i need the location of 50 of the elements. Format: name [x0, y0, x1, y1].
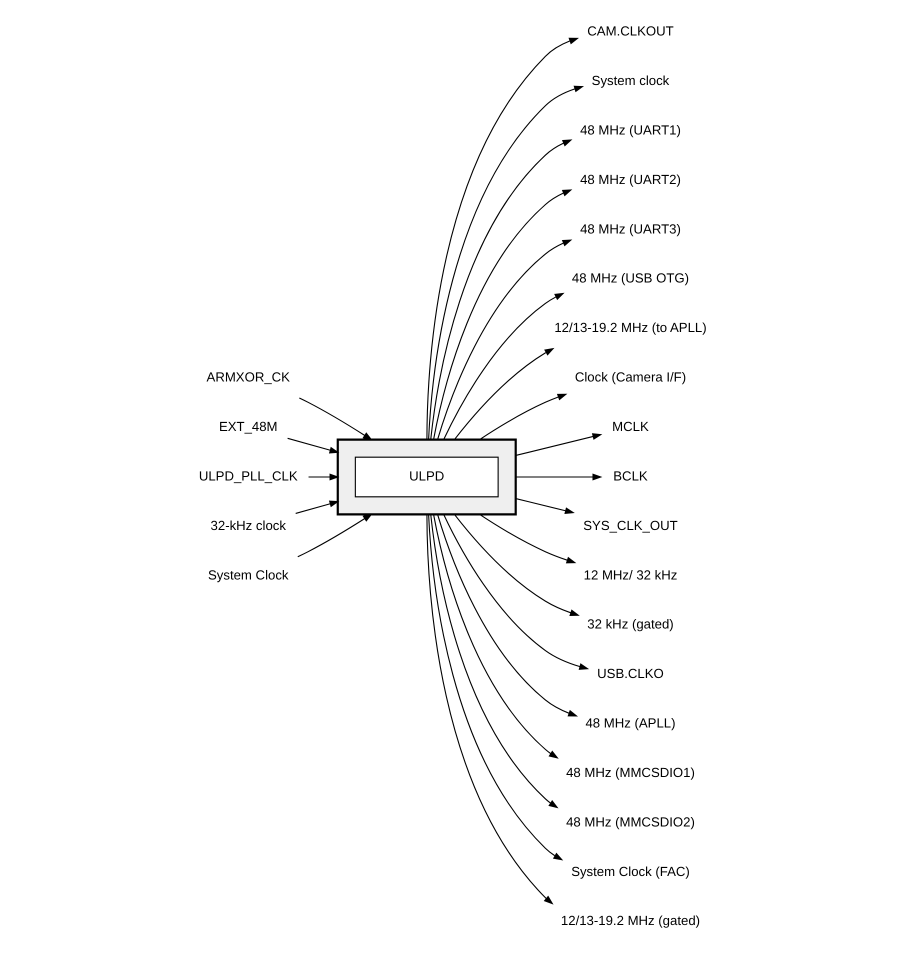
arrow [432, 189, 572, 440]
node-text: System Clock [207, 567, 288, 582]
node-text: 48 MHz (UART2) [580, 172, 680, 187]
node-text: CAM.CLKOUT [586, 24, 674, 39]
arrow [308, 474, 339, 480]
node-text: SYS_CLK_OUT [582, 518, 678, 533]
node-text: 12 MHz/ 32 kHz [583, 567, 677, 582]
node-text: 48 MHz (USB OTG) [571, 270, 689, 286]
arrow [298, 397, 372, 441]
arrow [430, 514, 558, 808]
arrow [442, 292, 564, 440]
node-text: System clock [591, 72, 669, 88]
arrow [436, 514, 578, 716]
node-text: USB.CLKO [596, 666, 664, 682]
arrow [432, 514, 558, 759]
node-text: Clock (Camera I/F) [574, 370, 686, 385]
arrow [297, 513, 372, 558]
arrow [442, 514, 589, 670]
node-text: 32-kHz clock [210, 518, 286, 533]
arrow [295, 500, 339, 514]
node-text: EXT_48M [218, 418, 278, 434]
arrow [286, 438, 339, 454]
node-text: 48 MHz (MMCSDIO2) [566, 814, 694, 830]
arrow [430, 139, 572, 440]
arrow [478, 514, 576, 564]
node-text: 48 MHz (UART3) [580, 221, 680, 236]
arrow [515, 433, 602, 456]
arrow [436, 239, 572, 440]
node-text: 48 MHz (APLL) [584, 716, 676, 731]
node-text: ARMXOR_CK [206, 370, 290, 385]
cluster [336, 438, 516, 516]
arrow [428, 514, 563, 861]
node-text: 48 MHz (MMCSDIO1) [566, 764, 694, 780]
node-text: BCLK [612, 468, 648, 484]
node-text: 12/13-19.2 MHz (gated) [560, 913, 700, 928]
arrow [453, 514, 580, 616]
node-text: 32 kHz (gated) [586, 616, 674, 632]
arrow [426, 38, 578, 440]
arrow [515, 474, 602, 480]
node-text: 12/13-19.2 MHz (to APLL) [554, 320, 706, 336]
node-text: System Clock (FAC) [570, 864, 690, 879]
node-text: ULPD_PLL_CLK [198, 468, 298, 484]
arrow [515, 498, 574, 514]
arrow [453, 348, 554, 440]
node-text: MCLK [612, 418, 648, 434]
arrow [426, 514, 554, 905]
arrow [428, 86, 584, 440]
arrow [478, 394, 567, 440]
node-text: 48 MHz (UART1) [580, 122, 680, 138]
node-box: ULPD [354, 456, 498, 498]
